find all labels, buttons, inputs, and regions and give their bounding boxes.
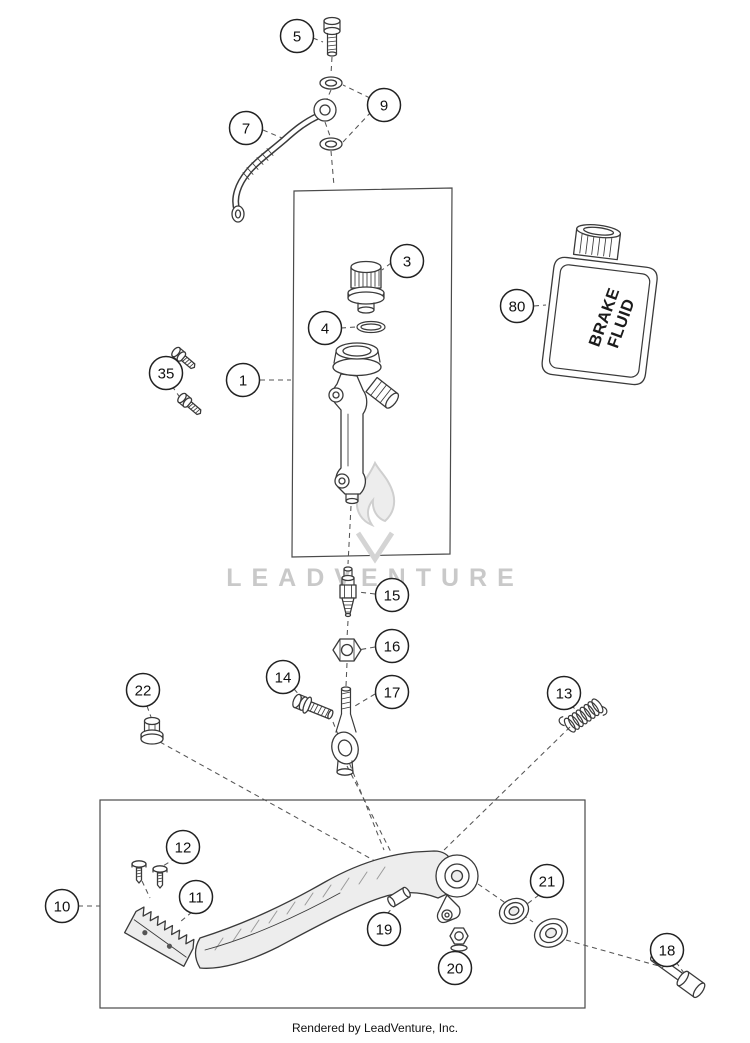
callout-16[interactable]: 16 — [374, 628, 410, 664]
master-cylinder-group-panel — [291, 187, 453, 558]
washer-lower-part — [319, 137, 343, 151]
svg-text:1: 1 — [239, 373, 247, 390]
callouts-layer: 5 9 7 3 4 80 1 35 15 16 17 14 22 13 12 11 10 19 20 21 18 — [44, 18, 685, 986]
callout-9[interactable]: 9 — [366, 87, 402, 123]
pedal-nut-part — [449, 927, 469, 952]
callout-21[interactable]: 21 — [529, 863, 565, 899]
callout-19[interactable]: 19 — [366, 911, 402, 947]
svg-text:35: 35 — [158, 366, 175, 383]
svg-text:21: 21 — [539, 874, 556, 891]
washer-upper-part — [319, 76, 343, 90]
svg-text:18: 18 — [659, 943, 676, 960]
svg-text:7: 7 — [242, 121, 250, 138]
render-attribution: Rendered by LeadVenture, Inc. — [291, 1021, 459, 1035]
brake-hose-part — [231, 98, 337, 223]
svg-text:5: 5 — [293, 29, 301, 46]
clevis-bolt-part — [292, 693, 334, 720]
return-spring-part — [558, 698, 608, 733]
screw-35b-part — [177, 392, 202, 416]
svg-text:16: 16 — [384, 639, 401, 656]
svg-text:20: 20 — [447, 961, 464, 978]
callout-12[interactable]: 12 — [165, 829, 201, 865]
watermark-text: LEADVENTURE — [226, 564, 524, 592]
svg-text:22: 22 — [135, 683, 152, 700]
svg-text:4: 4 — [321, 321, 329, 338]
brake-fluid-bottle: BRAKE FLUID — [541, 223, 658, 386]
callout-4[interactable]: 4 — [307, 310, 343, 346]
svg-text:3: 3 — [403, 254, 411, 271]
master-cylinder-part — [328, 342, 400, 505]
screw-12a-part — [131, 860, 147, 884]
bleeder-valve-part — [339, 566, 357, 618]
callout-80[interactable]: 80 — [499, 288, 535, 324]
svg-text:15: 15 — [384, 588, 401, 605]
svg-text:13: 13 — [556, 686, 573, 703]
roller-pin-part — [387, 886, 411, 908]
callout-10[interactable]: 10 — [44, 888, 80, 924]
callout-35[interactable]: 35 — [148, 355, 184, 391]
o-ring-part — [356, 320, 386, 334]
pedal-assembly-box — [99, 799, 586, 1009]
callout-18[interactable]: 18 — [649, 932, 685, 968]
callout-14[interactable]: 14 — [265, 659, 301, 695]
reservoir-cap-part — [347, 260, 385, 314]
callout-20[interactable]: 20 — [437, 950, 473, 986]
callout-1[interactable]: 1 — [225, 362, 261, 398]
svg-text:12: 12 — [175, 840, 192, 857]
svg-text:10: 10 — [54, 899, 71, 916]
flange-nut-part — [140, 716, 164, 745]
callout-15[interactable]: 15 — [374, 577, 410, 613]
brake-pedal-part — [194, 850, 479, 969]
callout-11[interactable]: 11 — [178, 879, 214, 915]
bearing-set-part — [498, 897, 569, 948]
svg-text:17: 17 — [384, 685, 401, 702]
hex-nut-part — [332, 638, 362, 662]
banjo-bolt-part — [323, 16, 341, 57]
push-rod-clevis-part — [331, 686, 359, 776]
chevron-v-icon — [355, 531, 395, 564]
svg-text:9: 9 — [380, 98, 388, 115]
svg-text:19: 19 — [376, 922, 393, 939]
callout-3[interactable]: 3 — [389, 243, 425, 279]
callout-7[interactable]: 7 — [228, 110, 264, 146]
bottle-cap — [572, 223, 622, 261]
pedal-tip-plate-part — [123, 906, 195, 967]
callout-5[interactable]: 5 — [279, 18, 315, 54]
svg-text:11: 11 — [188, 890, 204, 907]
svg-text:80: 80 — [509, 299, 526, 316]
callout-13[interactable]: 13 — [546, 675, 582, 711]
screw-35a-part — [171, 346, 196, 370]
callout-22[interactable]: 22 — [125, 672, 161, 708]
svg-text:14: 14 — [275, 670, 292, 687]
callout-17[interactable]: 17 — [374, 674, 410, 710]
leadventure-watermark: LEADVENTURE — [226, 460, 524, 592]
screw-12b-part — [152, 865, 168, 889]
